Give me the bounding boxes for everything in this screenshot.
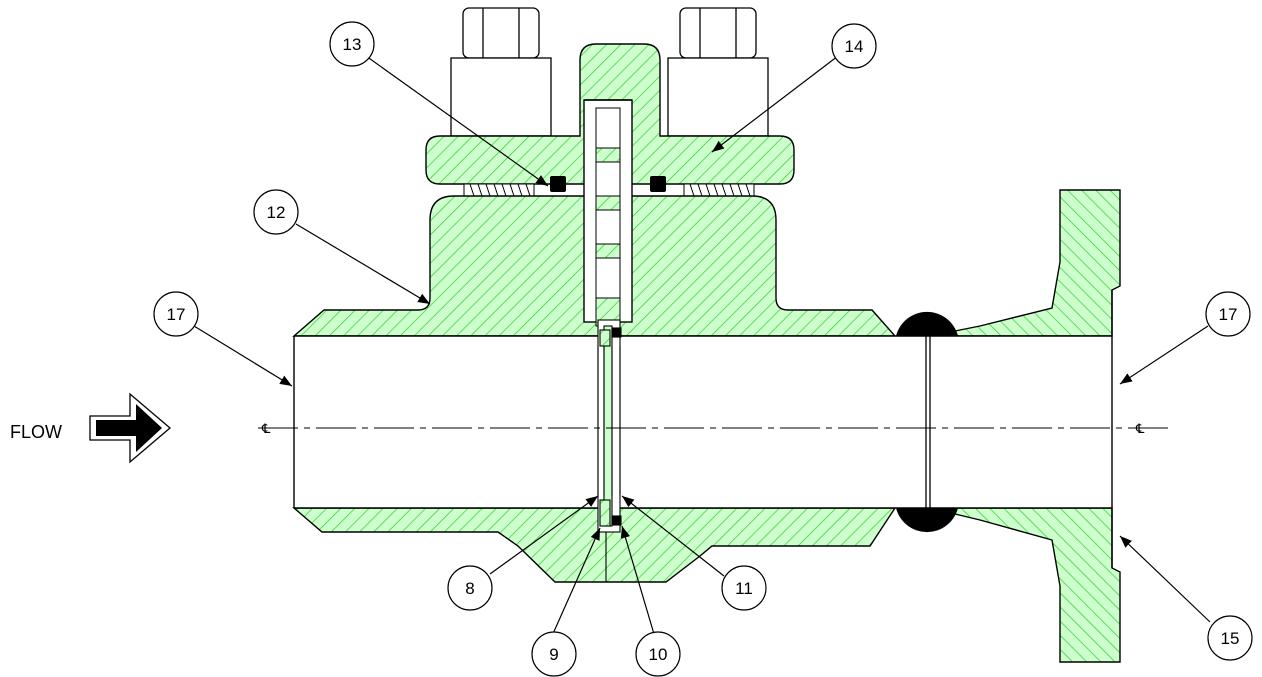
svg-text:10: 10 (649, 645, 668, 664)
callout-8: 8 (447, 565, 493, 611)
svg-text:17: 17 (167, 305, 186, 324)
seal-right (650, 176, 666, 192)
flow-label: FLOW (10, 422, 62, 442)
svg-text:17: 17 (1219, 305, 1238, 324)
svg-text:15: 15 (1221, 629, 1240, 648)
svg-text:14: 14 (845, 37, 864, 56)
leader-lines (193, 55, 1211, 637)
centerline-symbol-left: ℄ (261, 421, 271, 436)
weld-top (896, 311, 958, 336)
callout-17-right: 17 (1205, 291, 1251, 337)
svg-text:9: 9 (549, 645, 558, 664)
flange-upper (929, 189, 1121, 337)
thread-left (463, 183, 535, 197)
bore (294, 336, 1112, 508)
bolt-right (667, 7, 769, 137)
svg-text:11: 11 (735, 579, 753, 598)
body-lower-wall (292, 507, 897, 583)
callout-17-left: 17 (153, 291, 199, 337)
orifice-plate-assembly (597, 319, 622, 582)
flange-lower (929, 507, 1121, 663)
callout-9: 9 (531, 631, 577, 677)
centerline-symbol-right: ℄ (1135, 421, 1145, 436)
weld-bottom (896, 508, 958, 533)
orifice-carrier (583, 99, 633, 327)
callout-14: 14 (831, 23, 877, 69)
callout-15: 15 (1207, 615, 1253, 661)
thread-right (683, 183, 755, 197)
callout-12: 12 (253, 189, 299, 235)
seal-left (550, 176, 566, 192)
svg-text:13: 13 (343, 35, 362, 54)
callout-13: 13 (329, 21, 375, 67)
svg-text:12: 12 (267, 203, 286, 222)
callout-11: 11 (721, 565, 767, 611)
svg-text:8: 8 (465, 579, 474, 598)
bolt-left (450, 7, 552, 137)
callout-10: 10 (635, 631, 681, 677)
